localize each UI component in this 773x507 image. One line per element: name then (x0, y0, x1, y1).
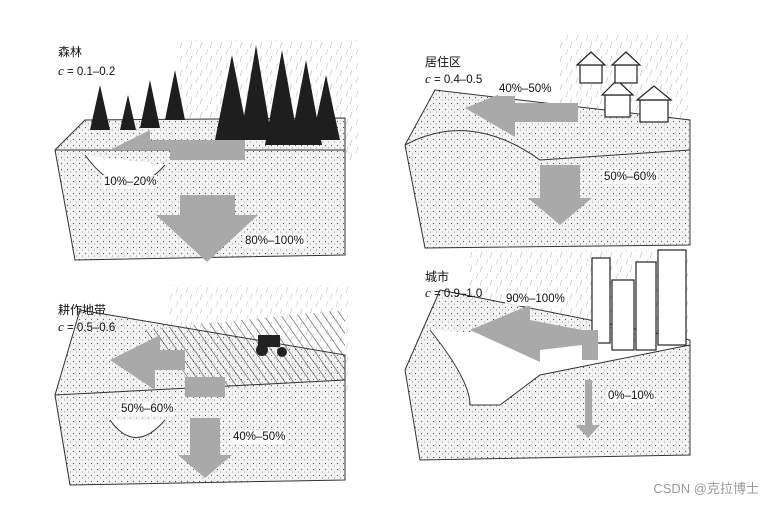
forest-trees-icon (90, 45, 340, 145)
panel-city (404, 249, 691, 461)
farmland-coef-value: = 0.5–0.6 (66, 322, 116, 334)
forest-title: 森林 (58, 45, 83, 59)
city-runoff-arrow (470, 305, 582, 362)
panel-forest (54, 40, 360, 262)
forest-coefficient: c = 0.1–0.2 (58, 64, 115, 79)
city-coef-symbol: c (425, 285, 431, 300)
houses-icon (575, 51, 673, 123)
forest-coef-symbol: c (58, 63, 64, 78)
city-coefficient: c = 0.9–1.0 (425, 286, 482, 301)
city-coef-value: = 0.9–1.0 (433, 288, 483, 300)
forest-coef-value: = 0.1–0.2 (66, 66, 116, 78)
farmland-runoff-arrow (110, 335, 185, 390)
residential-coef-value: = 0.4–0.5 (433, 74, 483, 86)
city-infiltration-label: 0%–10% (607, 389, 656, 403)
farmland-runoff-label: 50%–60% (120, 402, 175, 416)
tractor-icon (256, 335, 287, 357)
city-runoff-label: 90%–100% (505, 292, 566, 306)
forest-infiltration-arrow (156, 195, 258, 262)
residential-infiltration-label: 50%–60% (603, 170, 658, 184)
residential-runoff-arrow (465, 88, 578, 137)
forest-runoff-label: 10%–20% (103, 175, 158, 189)
farmland-title: 耕作地带 (58, 303, 107, 317)
farmland-runoff-arrow-base (185, 377, 225, 397)
city-title: 城市 (425, 270, 450, 284)
watermark: CSDN @克拉博士 (653, 481, 759, 496)
farmland-coef-symbol: c (58, 319, 64, 334)
forest-runoff-arrow (110, 130, 245, 160)
residential-runoff-label: 40%–50% (498, 82, 553, 96)
farmland-infiltration-arrow (178, 418, 232, 478)
farmland-coefficient: c = 0.5–0.6 (58, 320, 115, 335)
city-buildings-icon (591, 249, 687, 351)
city-runoff-arrow-base (582, 330, 598, 360)
residential-title: 居住区 (425, 55, 462, 69)
residential-coefficient: c = 0.4–0.5 (425, 72, 482, 87)
residential-infiltration-arrow (528, 165, 592, 225)
residential-coef-symbol: c (425, 71, 431, 86)
city-infiltration-arrow (576, 380, 600, 438)
panel-residential (404, 35, 691, 249)
farmland-infiltration-label: 40%–50% (232, 430, 287, 444)
forest-infiltration-label: 80%–100% (244, 234, 305, 248)
